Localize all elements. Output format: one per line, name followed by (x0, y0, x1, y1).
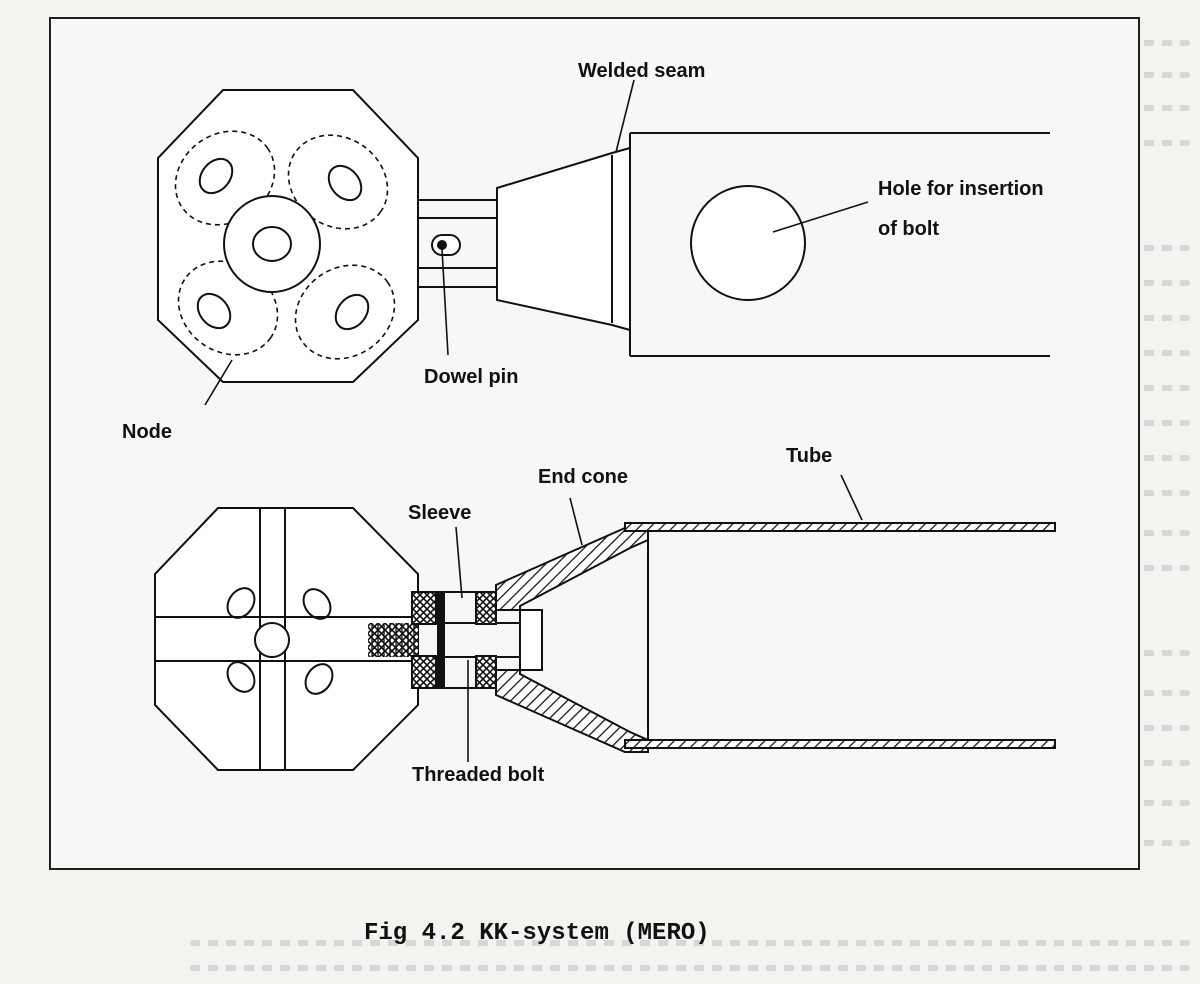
end-cone-section-top (495, 527, 649, 611)
tube-top (629, 132, 1050, 357)
node-center-circle (223, 195, 321, 293)
tube-walls (624, 522, 1056, 749)
figure-caption: Fig 4.2 KK-system (MERO) (364, 920, 710, 947)
top-view (157, 79, 1050, 406)
end-cone-top (496, 146, 631, 332)
bottom-view (154, 474, 1056, 771)
bolt-head (519, 609, 543, 671)
tube-bolt-hole (690, 185, 806, 301)
label-node: Node (122, 421, 172, 443)
label-dowel-pin: Dowel pin (424, 366, 519, 388)
label-tube: Tube (786, 445, 833, 467)
leader-lines-bottom (455, 474, 863, 762)
dowel-pin-slot (431, 234, 461, 256)
node-holes-top (196, 157, 370, 331)
leader-lines-top (204, 79, 869, 406)
end-cone-section-bottom (495, 669, 649, 753)
label-end-cone: End cone (538, 466, 629, 488)
sleeve-bottom (411, 591, 497, 689)
node-holes-bottom (226, 587, 334, 695)
label-sleeve: Sleeve (408, 502, 472, 524)
label-threaded-bolt: Threaded bolt (412, 764, 545, 786)
label-hole-line1: Hole for insertion (878, 178, 1044, 200)
label-welded-seam: Welded seam (578, 60, 706, 82)
label-hole-line2: of bolt (878, 218, 940, 240)
threaded-bolt-thread (368, 623, 418, 657)
